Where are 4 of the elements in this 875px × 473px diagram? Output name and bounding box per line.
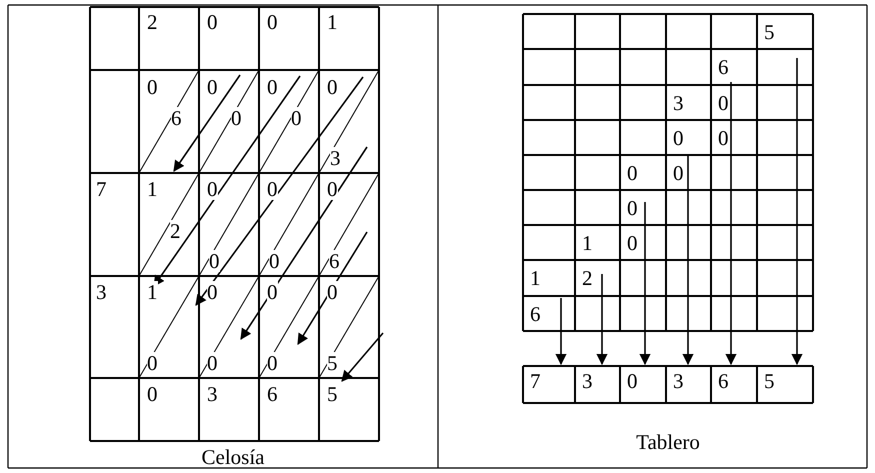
digit: 0 — [267, 281, 278, 303]
caption: Celosía — [202, 445, 264, 469]
digit: 0 — [209, 250, 220, 272]
caption: Tablero — [636, 430, 700, 454]
